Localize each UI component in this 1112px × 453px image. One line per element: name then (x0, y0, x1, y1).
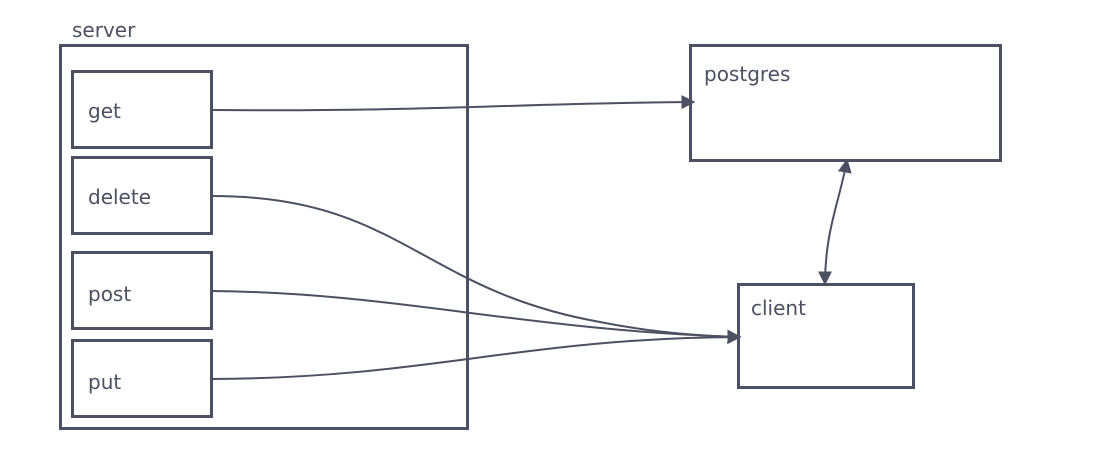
edge-post-to-client (211, 290, 742, 344)
server-label: server (72, 18, 136, 42)
endpoint-get-label: get (88, 99, 121, 123)
endpoint-delete-label: delete (88, 185, 152, 209)
endpoint-put-box: put (71, 339, 213, 418)
endpoint-put-label: put (88, 370, 122, 394)
client-label: client (751, 296, 806, 320)
client-box: client (737, 283, 915, 389)
edge-get-to-postgres (211, 95, 696, 112)
endpoint-get-box: get (71, 70, 213, 149)
edge-postgres-client (818, 158, 852, 286)
endpoint-post-box: post (71, 251, 213, 330)
endpoint-post-label: post (88, 282, 132, 306)
postgres-box: postgres (689, 44, 1002, 162)
edge-put-to-client (211, 330, 742, 380)
server-box (59, 44, 469, 430)
postgres-label: postgres (704, 62, 791, 86)
endpoint-delete-box: delete (71, 156, 213, 235)
